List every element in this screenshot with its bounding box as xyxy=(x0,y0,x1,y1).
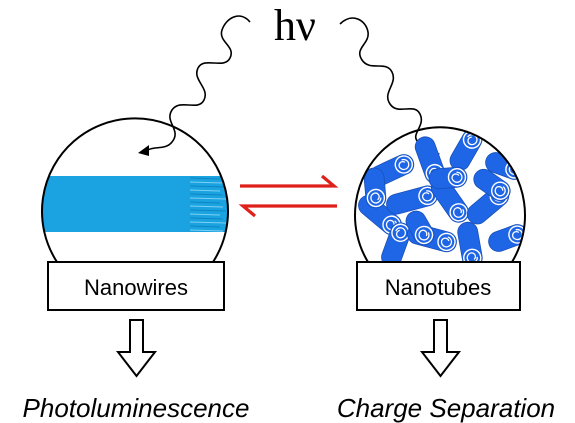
nanowire-strands xyxy=(189,177,227,232)
nanowires-flask: Nanowires xyxy=(41,117,229,311)
nanotubes-box xyxy=(356,261,521,311)
reverse-arrow xyxy=(238,204,337,218)
nanotubes-flask: Nanotubes xyxy=(354,126,526,311)
nanotube xyxy=(457,221,483,262)
nanowire-strand xyxy=(189,209,227,212)
nanowire-strand xyxy=(189,185,227,188)
nanowire-strand xyxy=(189,181,224,184)
nanotube-cluster xyxy=(358,127,525,262)
photon-wave-right xyxy=(339,17,437,151)
photon-label: hν xyxy=(274,1,316,50)
right-down-arrow xyxy=(419,319,462,378)
nanowire-strand xyxy=(189,217,224,220)
left-down-arrow xyxy=(115,319,158,378)
photoluminescence-label: Photoluminescence xyxy=(23,393,250,423)
nanowire-strand xyxy=(189,197,227,200)
nanowire-strand xyxy=(189,193,224,196)
nanowire-strand xyxy=(189,213,221,216)
nanowire-strand xyxy=(189,221,227,224)
nanotube xyxy=(488,222,525,252)
nanowire-strand xyxy=(189,201,221,204)
nanotube xyxy=(381,221,413,262)
photon-wave-left xyxy=(147,15,251,151)
nanowire-bundle xyxy=(42,176,229,232)
nanotube xyxy=(405,210,437,248)
nanowire-strand xyxy=(189,205,224,208)
nanotubes-label: Nanotubes xyxy=(385,275,491,300)
nanowire-strand xyxy=(189,177,221,180)
nanotube xyxy=(449,127,485,171)
nanotube xyxy=(473,168,513,204)
nanotube xyxy=(428,166,468,190)
equilibrium-arrows xyxy=(238,174,339,218)
charge-separation-label: Charge Separation xyxy=(337,393,555,423)
nanotube xyxy=(363,167,387,209)
photon-arrowhead-left xyxy=(138,145,149,156)
nanowires-box xyxy=(47,261,225,311)
nanowire-strand xyxy=(189,225,221,228)
nanowires-label: Nanowires xyxy=(84,275,188,300)
nanowire-strand xyxy=(189,229,224,232)
right-flask-outline xyxy=(354,126,526,263)
left-flask-outline xyxy=(41,117,229,263)
forward-arrow xyxy=(240,174,339,188)
nanowire-strand xyxy=(189,189,221,192)
